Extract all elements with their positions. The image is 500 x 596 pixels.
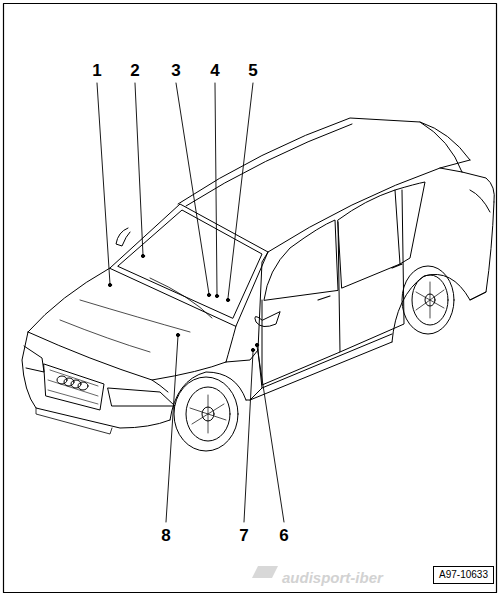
callout-number: 2 [130,62,139,79]
figure-code: A97-10633 [439,570,488,580]
figure-code-box: A97-10633 [433,566,494,584]
callout-number: 1 [92,62,101,79]
callout-number: 7 [239,527,248,544]
callout-number: 3 [171,62,180,79]
callout-number: 6 [279,527,288,544]
watermark: audisport-iber [282,570,383,585]
callout-number: 8 [161,527,170,544]
callout-number: 5 [248,62,257,79]
callout-number: 4 [210,62,219,79]
